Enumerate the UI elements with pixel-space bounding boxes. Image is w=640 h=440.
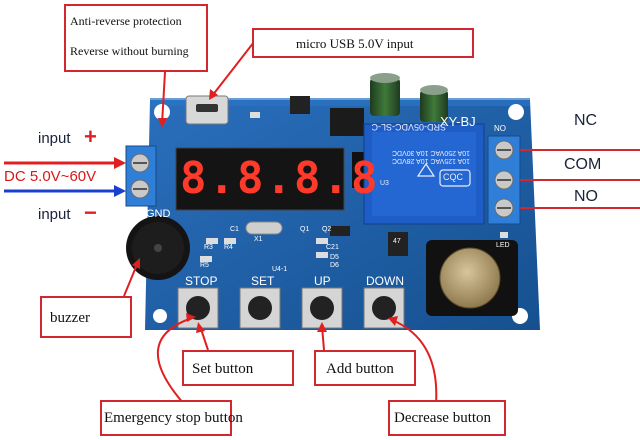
usb-label: micro USB 5.0V input bbox=[296, 36, 414, 51]
silkscreen-label: R3 bbox=[204, 244, 213, 251]
silkscreen-label: D6 bbox=[330, 262, 339, 269]
buzzer-component bbox=[126, 216, 190, 280]
callout-arrowheads bbox=[132, 89, 398, 333]
plus-sign: + bbox=[84, 124, 97, 149]
display-digits: 8.8.8.8 bbox=[180, 153, 380, 204]
smd-part bbox=[316, 252, 328, 258]
decrease-button-label: Decrease button bbox=[394, 410, 492, 426]
set-button-callout: Set button bbox=[182, 350, 294, 386]
silkscreen-label: U4-1 bbox=[272, 266, 288, 273]
emergency-stop-label: Emergency stop button bbox=[104, 410, 243, 426]
push-buttons bbox=[177, 287, 405, 329]
button-label-down: DOWN bbox=[366, 274, 404, 288]
small-capacitor bbox=[388, 232, 408, 256]
callout-lines bbox=[123, 41, 438, 405]
com-label: COM bbox=[564, 156, 602, 173]
smd-part bbox=[206, 238, 218, 244]
protection-callout: Anti-reverse protection Reverse without … bbox=[64, 4, 208, 72]
silkscreen-label: X1 bbox=[254, 236, 263, 243]
silkscreen-label: U3 bbox=[380, 180, 389, 187]
seven-segment-display bbox=[175, 147, 366, 211]
silkscreen-label: C1 bbox=[230, 226, 239, 233]
relay-model-text: SRD-05VDC-SL-C bbox=[371, 122, 446, 132]
transistor bbox=[330, 226, 350, 236]
smd-part bbox=[200, 256, 212, 262]
output-terminal bbox=[487, 135, 521, 225]
silkscreen-label: C21 bbox=[326, 244, 339, 251]
button-label-up: UP bbox=[314, 274, 331, 288]
output-lines bbox=[520, 149, 640, 209]
buzzer-callout: buzzer bbox=[40, 296, 132, 338]
no-label: NO bbox=[574, 188, 598, 205]
input-arrows bbox=[4, 157, 126, 197]
ic-chip bbox=[330, 108, 364, 136]
coin-battery bbox=[426, 240, 518, 316]
minus-sign: − bbox=[84, 200, 97, 225]
set-button-label: Set button bbox=[192, 361, 254, 377]
input-terminal bbox=[125, 145, 157, 207]
relay bbox=[363, 123, 485, 225]
relay-rating-text: 10A 125VAC 10A 28VDC bbox=[391, 157, 470, 164]
add-button-callout: Add button bbox=[314, 350, 416, 386]
smd-part bbox=[250, 112, 260, 118]
board-model: XY-BJ bbox=[440, 114, 476, 129]
input-minus-label: input bbox=[38, 206, 71, 223]
crystal bbox=[245, 221, 283, 235]
button-label-set: SET bbox=[251, 274, 275, 288]
voltage-label: DC 5.0V~60V bbox=[4, 168, 97, 185]
protection-line-1: Anti-reverse protection bbox=[70, 14, 182, 28]
silkscreen-label: R5 bbox=[200, 262, 209, 269]
cqc-mark: CQC bbox=[443, 172, 463, 182]
add-button-label: Add button bbox=[326, 361, 394, 377]
relay-rating-text: 10A 250VAC 10A 30VDC bbox=[391, 149, 470, 156]
silkscreen-label: LED bbox=[496, 242, 510, 249]
silkscreen-label: Q2 bbox=[322, 226, 332, 233]
decrease-button-callout: Decrease button bbox=[388, 400, 506, 436]
nc-label: NC bbox=[574, 112, 598, 129]
protection-line-2: Reverse without burning bbox=[70, 44, 189, 58]
emergency-stop-callout: Emergency stop button bbox=[100, 400, 243, 436]
silkscreen-label: 47 bbox=[393, 238, 401, 245]
smd-part bbox=[316, 238, 328, 244]
capacitors bbox=[370, 73, 448, 122]
button-label-stop: STOP bbox=[185, 274, 218, 288]
silkscreen-label: R4 bbox=[224, 244, 233, 251]
silkscreen-label: D5 bbox=[330, 254, 339, 261]
ic-chip bbox=[290, 96, 310, 114]
smd-part bbox=[224, 238, 236, 244]
usb-callout: micro USB 5.0V input bbox=[252, 28, 474, 58]
silkscreen-label: Q1 bbox=[300, 226, 310, 233]
micro-usb-connector bbox=[185, 95, 229, 125]
buzzer-label: buzzer bbox=[50, 310, 90, 326]
input-plus-label: input bbox=[38, 130, 71, 147]
silkscreen-label: NO bbox=[494, 124, 506, 133]
led bbox=[500, 232, 508, 238]
gnd-label: GND bbox=[146, 208, 171, 220]
